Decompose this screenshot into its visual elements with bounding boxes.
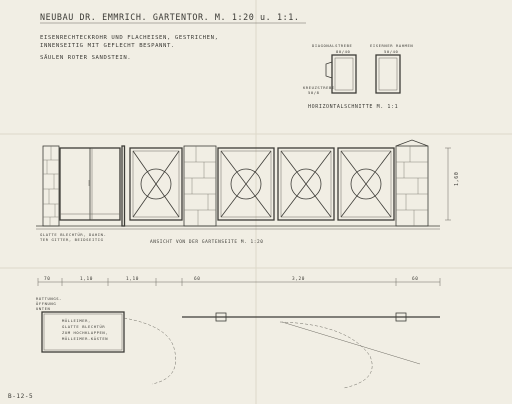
archive-stamp: B-12-5 bbox=[8, 393, 33, 400]
center-pillar bbox=[183, 145, 217, 227]
center-pillar-stonework bbox=[184, 146, 216, 226]
dimension-label: 1,10 bbox=[126, 276, 139, 282]
horizontal-sections: DIAGONALSTREBE 80/40 EISERNER RAHMEN 50/… bbox=[303, 43, 413, 110]
post-plan bbox=[215, 312, 227, 322]
bin-note-3: ZUM HOCHKLAPPEN, bbox=[62, 330, 108, 335]
elevation-caption: ANSICHT VON DER GARTENSEITE M. 1:20 bbox=[150, 239, 264, 245]
door-note-1: GLATTE BLECHTÜR, DAHIN- bbox=[40, 232, 106, 237]
section-label-diagonal-size: 80/40 bbox=[336, 49, 351, 54]
gate-elevation: 1,60 GLATTE BLECHTÜR, DAHIN- TER GITTER,… bbox=[36, 139, 460, 245]
gate-panel-4-diagonal bbox=[340, 150, 392, 218]
bin-note-2: GLATTE BLECHTÜR bbox=[62, 324, 105, 329]
pillar-stonework bbox=[43, 146, 59, 226]
frame-section-inner bbox=[378, 57, 398, 91]
gate-panel-4 bbox=[337, 147, 395, 221]
bin-enclosure-inner bbox=[43, 313, 123, 351]
gate-panel-2-diagonal bbox=[220, 150, 272, 218]
gate-panel-3-ring bbox=[290, 168, 322, 200]
bin-note-1: MÜLLEIMER, bbox=[62, 318, 91, 323]
dimension-label: 70 bbox=[44, 276, 51, 282]
section-label-frame: EISERNER RAHMEN bbox=[370, 43, 413, 48]
gate-plan: ROTTUNGS- ÖFFNUNG UNTEN MÜLLEIMER, GLATT… bbox=[36, 296, 440, 389]
gate-panel-4-inner bbox=[340, 150, 392, 218]
gate-post bbox=[121, 145, 126, 227]
drawing-title: NEUBAU DR. EMMRICH. GARTENTOR. M. 1:20 u… bbox=[40, 12, 300, 22]
note-line-1: EISENRECHTECKROHR UND FLACHEISEN, GESTRI… bbox=[40, 35, 219, 41]
gate-panel-1 bbox=[129, 147, 183, 221]
diagonal-section-inner bbox=[334, 57, 354, 91]
cross-strut-profile bbox=[325, 61, 333, 79]
dimension-label: 60 bbox=[412, 276, 419, 282]
dimension-label: 1,10 bbox=[80, 276, 93, 282]
bin-enclosure-plan bbox=[41, 311, 125, 353]
gate-panel-2 bbox=[217, 147, 275, 221]
plan-side-label-3: UNTEN bbox=[36, 306, 51, 311]
dimension-label: 3,20 bbox=[292, 276, 305, 282]
sections-title: HORIZONTALSCHNITTE M. 1:1 bbox=[308, 104, 398, 110]
diagonal-section-profile bbox=[331, 54, 357, 94]
right-pillar bbox=[395, 145, 429, 227]
note-line-2: INNENSEITIG MIT GEFLECHT BESPANNT. bbox=[40, 43, 175, 49]
bin-note-4: MÜLLEIMER-KÄSTEN bbox=[62, 336, 108, 341]
gate-panel-2-ring bbox=[230, 168, 262, 200]
section-label-cross-size: 50/8 bbox=[308, 90, 320, 95]
gate-panel-2-inner bbox=[220, 150, 272, 218]
gate-panel-3-diagonal bbox=[280, 150, 332, 218]
frame-section-profile bbox=[375, 54, 401, 94]
gate-panel-1-inner bbox=[132, 150, 180, 218]
plan-side-label-2: ÖFFNUNG bbox=[36, 301, 56, 306]
door-swing-arc bbox=[123, 317, 176, 385]
section-label-cross: KREUZSTREBE bbox=[303, 85, 335, 90]
section-label-diagonal: DIAGONALSTREBE bbox=[312, 43, 353, 48]
gate-panel-4-ring bbox=[350, 168, 382, 200]
right-pillar-stonework bbox=[396, 146, 428, 226]
gate-panel-3-inner bbox=[280, 150, 332, 218]
pillar-cap bbox=[395, 139, 429, 147]
dimension-label: 60 bbox=[194, 276, 201, 282]
plan-side-label-1: ROTTUNGS- bbox=[36, 296, 62, 301]
open-leaf-line bbox=[281, 321, 421, 365]
gate-panel-1-diagonal bbox=[132, 150, 180, 218]
note-line-3: SÄULEN ROTER SANDSTEIN. bbox=[40, 54, 131, 61]
section-label-frame-size: 50/40 bbox=[384, 49, 399, 54]
gate-panel-1-ring bbox=[140, 168, 172, 200]
height-dimension-label: 1,60 bbox=[454, 172, 460, 186]
gate-swing-arc bbox=[279, 321, 373, 389]
post-plan bbox=[395, 312, 407, 322]
door-note-2: TER GITTER, BEIDSEITIG bbox=[40, 237, 104, 242]
gate-panel-3 bbox=[277, 147, 335, 221]
dimension-chain: 70 1,10 1,10 60 3,20 60 bbox=[37, 276, 441, 286]
